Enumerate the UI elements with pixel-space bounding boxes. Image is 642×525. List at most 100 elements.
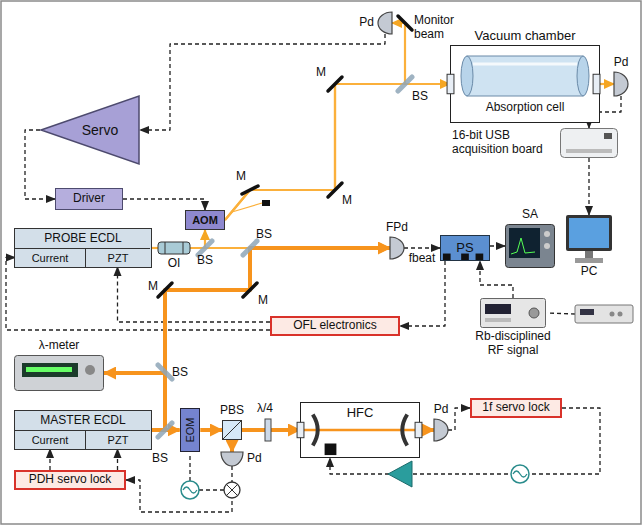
laser-box: MASTER ECDLCurrentPZT: [14, 410, 152, 450]
node-label: Rb-disciplined RF signal: [467, 330, 559, 358]
servo-amplifier: Servo: [40, 95, 140, 165]
laser-control-cell: PZT: [85, 430, 150, 449]
oscillator: [183, 487, 197, 493]
vacuum-chamber-shape: [593, 74, 600, 93]
waveplate: [265, 419, 271, 441]
beam-dump: [232, 200, 270, 212]
rack-device: [575, 305, 633, 323]
wavemeter: λ-meter: [14, 355, 104, 391]
beam-splitter: [198, 241, 212, 255]
cavity-box-shape: [313, 415, 318, 446]
part-label: M: [316, 66, 326, 80]
node-label: Pd: [247, 452, 262, 466]
annotation: Monitor beam: [414, 14, 466, 42]
rf-generator-shape: [481, 299, 546, 328]
computer: PC: [566, 215, 612, 263]
rack-device: [575, 305, 633, 323]
node-label: SA: [522, 208, 538, 222]
oscillator: [513, 471, 527, 477]
rf-generator-shape: [485, 304, 511, 314]
mirror: [243, 283, 257, 297]
photodiode: Pd: [614, 72, 628, 96]
optical-isolator-shape: [158, 242, 190, 254]
signal-line: [404, 247, 440, 248]
node-label: Pd: [359, 16, 374, 30]
part-label: M: [236, 170, 246, 184]
signal-wire: [547, 313, 575, 314]
waveplate: [265, 419, 271, 441]
laser-control-cell: PZT: [85, 248, 150, 267]
cavity-box-shape: [297, 422, 304, 437]
laser-beam: [230, 440, 234, 452]
part-label: M: [258, 294, 268, 308]
node-label: Pd: [434, 403, 449, 417]
wavemeter-shape: [14, 355, 104, 391]
mirror: [158, 16, 412, 297]
mirror: [158, 283, 172, 297]
signal-line: [49, 449, 50, 470]
optical-isolator-shape: [183, 242, 184, 254]
node-label: Current: [32, 434, 69, 447]
computer-shape: [566, 215, 612, 251]
absorption-cell-shape: [467, 56, 583, 96]
beam-splitter: [158, 423, 172, 437]
node-label: PDH servo lock: [29, 473, 112, 487]
rack-device: [610, 312, 615, 317]
beam-splitter: [158, 77, 412, 437]
spectrum-analyzer-shape: [544, 231, 550, 237]
oscillator: [181, 481, 199, 499]
photodiode: Pd: [221, 452, 243, 466]
photodiode-shape: [434, 419, 448, 441]
signal-line: [117, 449, 118, 470]
signal-line: [123, 199, 205, 210]
node-label: OFL electronics: [293, 319, 377, 333]
node-label: λ-meter: [39, 339, 80, 353]
node-label: PZT: [108, 434, 129, 447]
beam-splitter: [158, 365, 172, 379]
spectrum-analyzer-shape: [505, 224, 555, 268]
power-splitter-shape: [476, 254, 484, 260]
polarizing-beam-splitter-shape: [223, 421, 242, 440]
photodiode-shape: [378, 12, 392, 34]
signal-line: [490, 245, 505, 246]
node-label: PZT: [108, 252, 129, 265]
node-label: Pd: [614, 56, 629, 70]
cavity-box-shape: [415, 422, 422, 437]
part-label: BS: [412, 90, 428, 104]
cavity-box: HFC: [300, 402, 420, 458]
oscillator: [181, 481, 199, 499]
servo-lock-box: OFL electronics: [270, 316, 400, 336]
cavity-box-shape: [325, 444, 337, 456]
mirror: [398, 16, 412, 30]
laser-box: PROBE ECDLCurrentPZT: [14, 228, 152, 268]
node-label: 1f servo lock: [482, 401, 549, 415]
spectrum-analyzer-shape: [509, 228, 540, 258]
computer-shape: [585, 251, 593, 258]
oscillator: [511, 465, 529, 483]
beam-dump: [262, 200, 270, 206]
rf-generator-shape: [485, 318, 511, 322]
node-label: Absorption cell: [459, 101, 591, 115]
part-label: M: [148, 280, 158, 294]
node-label: Driver: [73, 192, 105, 206]
beam-dump: [232, 203, 262, 212]
beam-splitter: [243, 241, 257, 255]
node-label: AOM: [192, 214, 218, 227]
oscillator: [511, 465, 529, 483]
part-label: BS: [152, 452, 168, 466]
spectrum-analyzer-shape: [506, 225, 555, 268]
mirror: [242, 186, 258, 194]
part-label: BS: [197, 254, 213, 268]
rf-generator-shape: [480, 298, 546, 328]
photodiode-shape: [390, 237, 404, 259]
driver-box: Driver: [55, 188, 123, 210]
signal-wire: [190, 313, 575, 490]
power-splitter-shape: [443, 254, 451, 260]
node-label: Vacuum chamber: [475, 29, 576, 44]
signal-wire: [199, 489, 224, 490]
absorption-cell-shape: [461, 56, 473, 96]
rack-device: [580, 309, 594, 315]
mixer: [226, 484, 237, 495]
